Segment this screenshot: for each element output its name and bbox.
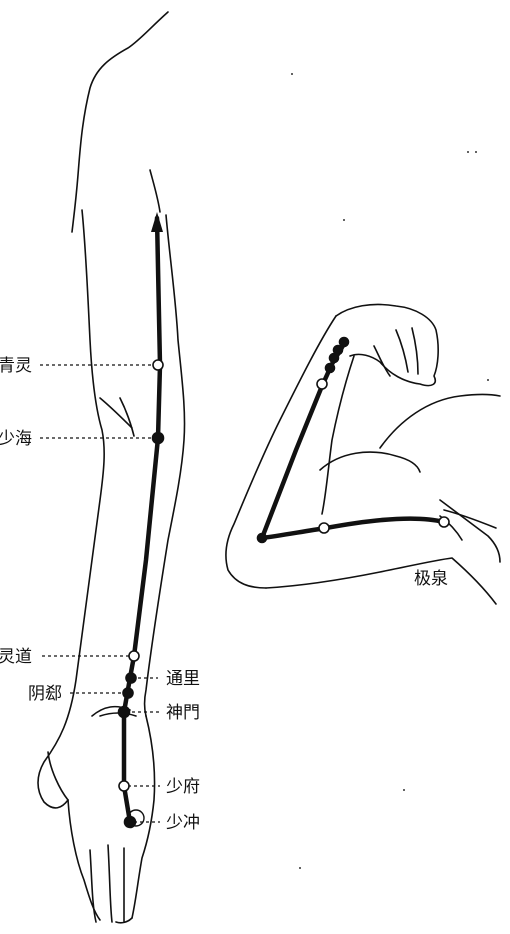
arm-outer-edge (37, 209, 105, 809)
label-shenmen: 神門 (166, 703, 200, 723)
acupoint-lingdao (128, 650, 140, 662)
arm-inner-edge (143, 214, 186, 717)
acupoint-qingling (152, 359, 164, 371)
acupoint-bent-wrist-open (316, 378, 328, 390)
heart-meridian-line (121, 215, 163, 825)
acupoint-yinxi (122, 687, 134, 699)
shoulder-outline (71, 11, 169, 233)
forearm-outer-edge (225, 315, 337, 589)
label-jiquan: 极泉 (414, 569, 448, 589)
acupoint-jiquan (438, 516, 450, 528)
acupoint-shaohai (151, 431, 165, 445)
label-shaohai: 少海 (0, 429, 32, 449)
meridian-arrow-icon (151, 212, 163, 232)
little-finger-tip (127, 809, 145, 827)
acupoint-bent-wrist-3 (332, 344, 344, 356)
acupoint-tongli (125, 672, 137, 684)
label-tongli: 通里 (166, 669, 200, 689)
bent-arm-figure (225, 303, 501, 605)
fingers-outline (89, 844, 133, 924)
upper-arm-bottom (265, 557, 497, 605)
paper-specks (291, 73, 489, 869)
straight-arm-figure (37, 11, 186, 924)
acupoint-bent-wrist-1 (324, 362, 336, 374)
acupoint-labels: 青灵 少海 灵道 通里 阴郄 神門 少府 少冲 (0, 356, 200, 833)
acupoint-markers (117, 359, 165, 829)
fist-knuckles (373, 327, 419, 377)
bent-arm-acupoints (256, 336, 450, 544)
acupoint-bent-wrist-4 (338, 336, 350, 348)
shoulder-inner-line (149, 169, 161, 213)
label-shaofu: 少府 (166, 777, 200, 797)
forearm-inner-edge (321, 355, 355, 515)
acupoint-bent-wrist-2 (328, 352, 340, 364)
leader-lines (40, 364, 160, 823)
acupoint-shaofu (118, 780, 130, 792)
acupoint-bent-elbow (318, 522, 330, 534)
fist-outline (335, 303, 439, 387)
acupoint-shenmen (117, 705, 131, 719)
label-qingling: 青灵 (0, 356, 32, 376)
label-yinxi: 阴郄 (28, 684, 62, 704)
palm-outline (67, 715, 156, 921)
acupoint-bent-elbow-junction (256, 532, 268, 544)
torso-contour (319, 393, 501, 563)
elbow-crease (99, 397, 135, 437)
bent-arm-meridian-line (259, 341, 447, 541)
label-shaochong: 少冲 (166, 813, 200, 833)
label-lingdao: 灵道 (0, 647, 32, 667)
